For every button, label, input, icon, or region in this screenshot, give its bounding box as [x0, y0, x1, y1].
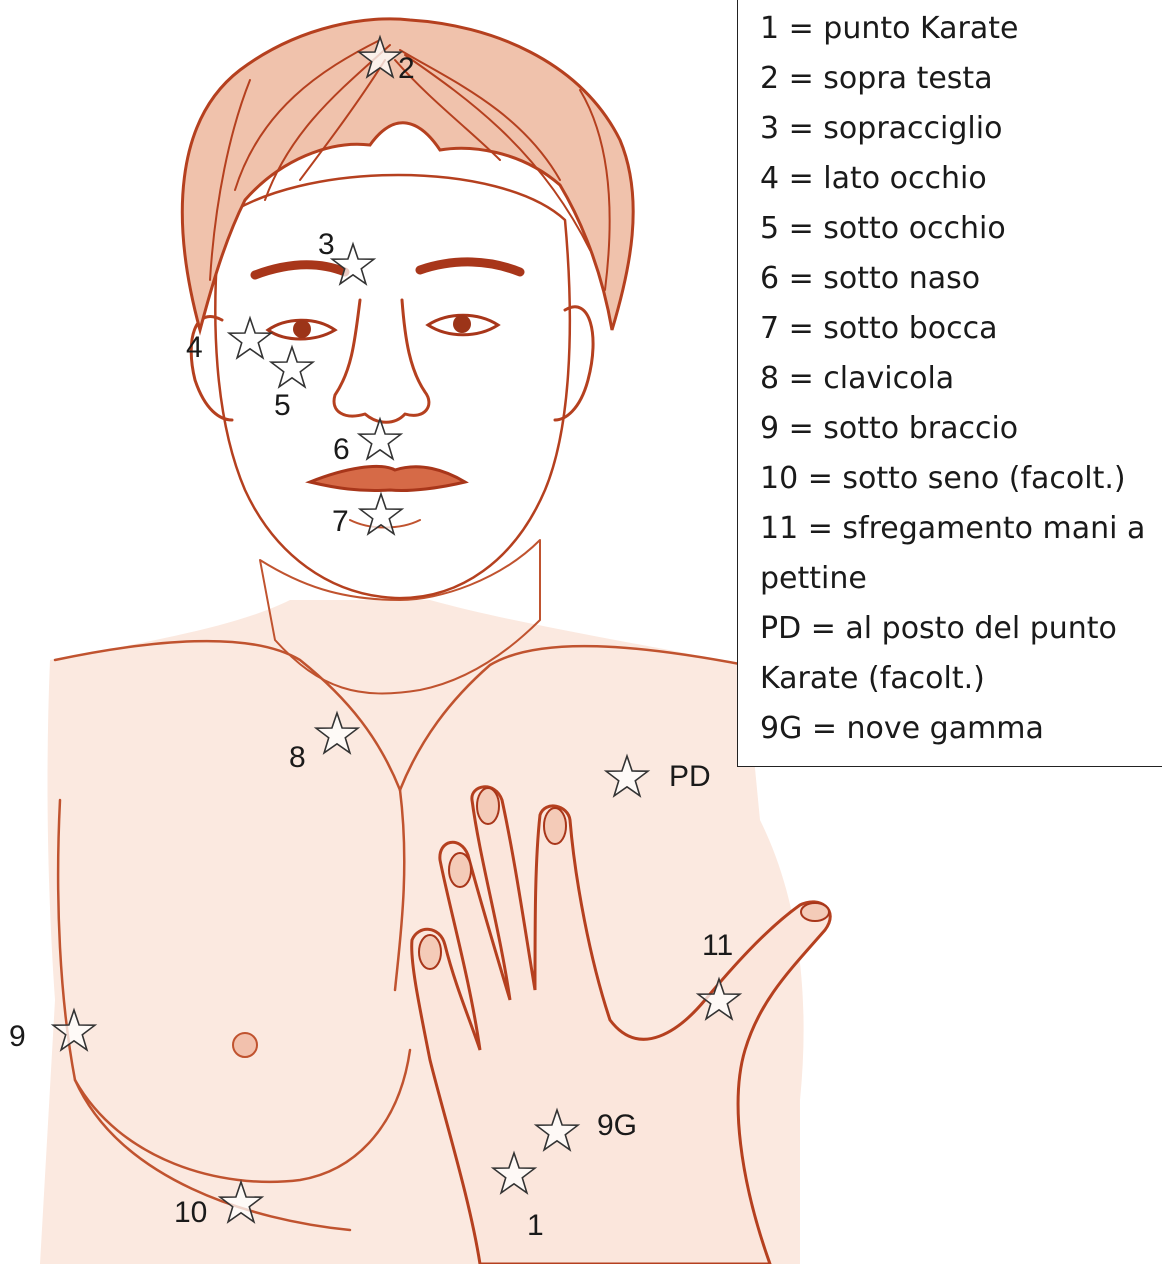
portrait-sketch [40, 19, 830, 1264]
legend-line: 8 = clavicola [760, 354, 1162, 404]
legend-line: Karate (facolt.) [760, 654, 1162, 704]
legend-box: 1 = punto Karate 2 = sopra testa 3 = sop… [737, 0, 1162, 767]
label-point-7: 7 [332, 505, 349, 538]
legend-line: 4 = lato occhio [760, 154, 1162, 204]
label-point-11: 11 [702, 929, 733, 962]
legend-line: pettine [760, 554, 1162, 604]
label-point-2: 2 [398, 52, 415, 85]
label-point-10: 10 [174, 1196, 207, 1229]
legend-line: 1 = punto Karate [760, 4, 1162, 54]
label-point-3: 3 [318, 228, 335, 261]
right-eyebrow [420, 262, 520, 272]
label-point-4: 4 [186, 331, 203, 364]
legend-line: 3 = sopracciglio [760, 104, 1162, 154]
label-point-9: 9 [9, 1020, 26, 1053]
legend-line: 11 = sfregamento mani a [760, 504, 1162, 554]
legend-line: 10 = sotto seno (facolt.) [760, 454, 1162, 504]
label-point-8: 8 [289, 741, 306, 774]
label-point-6: 6 [333, 433, 350, 466]
star-point-5 [271, 347, 313, 387]
mouth [310, 466, 465, 490]
star-point-4 [229, 318, 271, 358]
legend-line: 9 = sotto braccio [760, 404, 1162, 454]
legend-line: 6 = sotto naso [760, 254, 1162, 304]
nose [334, 300, 429, 422]
star-point-3 [332, 244, 374, 284]
right-ear [555, 307, 593, 420]
star-point-6 [359, 419, 401, 459]
left-iris [293, 320, 311, 338]
legend-line: 7 = sotto bocca [760, 304, 1162, 354]
label-point-PD: PD [669, 760, 711, 793]
label-point-5: 5 [274, 389, 291, 422]
right-iris [453, 315, 471, 333]
legend-line: 2 = sopra testa [760, 54, 1162, 104]
legend-line: 9G = nove gamma [760, 704, 1162, 754]
label-point-9G: 9G [597, 1109, 637, 1142]
face-shading [215, 175, 570, 598]
left-eyebrow [255, 265, 345, 275]
legend-list: 1 = punto Karate 2 = sopra testa 3 = sop… [760, 4, 1162, 754]
legend-line: PD = al posto del punto [760, 604, 1162, 654]
label-point-1: 1 [527, 1209, 544, 1242]
legend-line: 5 = sotto occhio [760, 204, 1162, 254]
